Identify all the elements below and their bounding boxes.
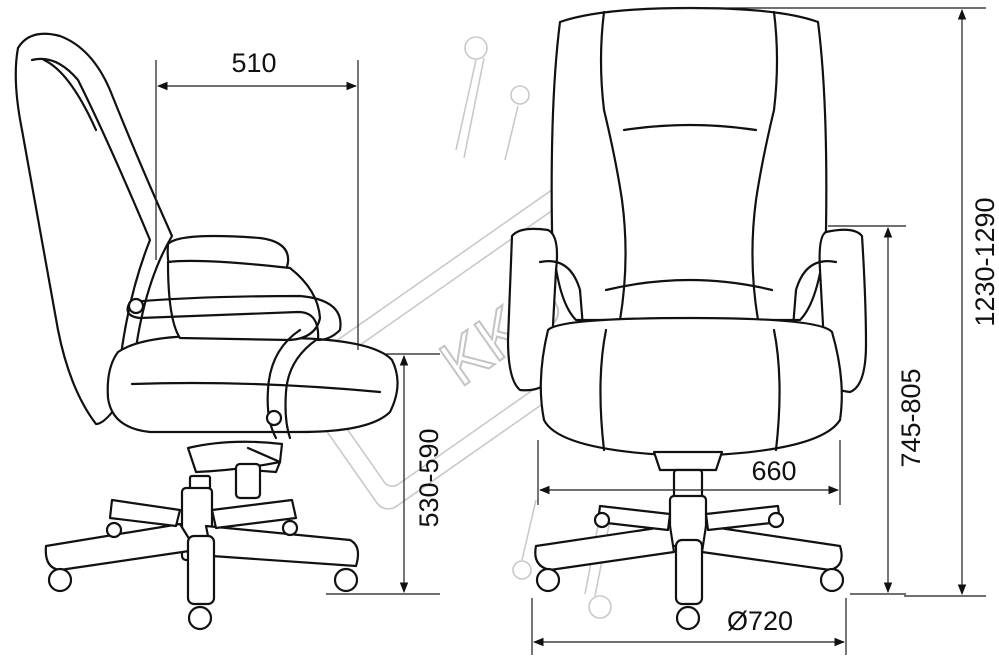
side-caster-1: [47, 567, 73, 593]
side-view-chair: [14, 32, 399, 631]
dim-total-height-label: 1230-1290: [970, 197, 999, 326]
front-backrest-seam-right: [751, 10, 779, 322]
front-backrest-seam-mid: [622, 123, 758, 132]
front-caster-3: [675, 605, 701, 631]
front-backrest: [550, 6, 828, 322]
front-backrest-seam-left: [599, 10, 627, 322]
side-backrest-seam-2: [42, 58, 98, 132]
side-leg-back: [108, 498, 182, 528]
side-leg-front: [186, 534, 216, 606]
side-arm-support: [266, 328, 302, 440]
side-leg-left: [44, 522, 198, 572]
side-leg-back-2: [210, 498, 298, 530]
side-caster-4: [105, 521, 123, 539]
front-caster-5: [767, 511, 785, 529]
side-leg-right: [204, 524, 360, 568]
side-seat-seam: [130, 381, 382, 394]
front-arm-frame-right: [790, 260, 838, 342]
front-backrest-seam-low: [604, 278, 774, 292]
front-leg-front: [674, 538, 704, 606]
dim-armrest-height-label: 745-805: [896, 368, 926, 467]
dim-seat-width-label: 660: [751, 456, 796, 486]
side-arm-bolt-rear: [127, 297, 145, 315]
side-lever-knob: [234, 462, 262, 500]
front-seat-seam-right: [772, 328, 781, 452]
front-view-chair: [506, 6, 868, 631]
front-leg-left: [534, 524, 676, 572]
front-leg-right: [700, 524, 843, 572]
side-arm-frame: [126, 294, 342, 342]
dim-seat-depth-label: 510: [231, 48, 276, 78]
dim-base-diameter-label: Ø720: [727, 606, 793, 636]
side-caster-2: [333, 567, 359, 593]
side-caster-5: [281, 519, 299, 537]
front-seat-seam-left: [599, 328, 608, 452]
side-arm-support-2: [284, 338, 318, 440]
side-lever: [246, 446, 282, 474]
side-caster-3: [187, 605, 213, 631]
side-armrest-body: [166, 259, 322, 342]
front-caster-2: [819, 567, 845, 593]
front-gas-lift: [668, 494, 708, 548]
front-arm-frame-left: [538, 260, 586, 342]
dimension-lines: 510 530-590 660 Ø720 745-805 1230-1290: [155, 7, 999, 655]
front-mechanism: [652, 450, 724, 472]
front-caster-4: [593, 511, 611, 529]
side-arm-bolt: [265, 409, 283, 427]
front-seat: [539, 316, 843, 458]
front-caster-1: [535, 567, 561, 593]
dim-seat-height-label: 530-590: [414, 428, 444, 527]
